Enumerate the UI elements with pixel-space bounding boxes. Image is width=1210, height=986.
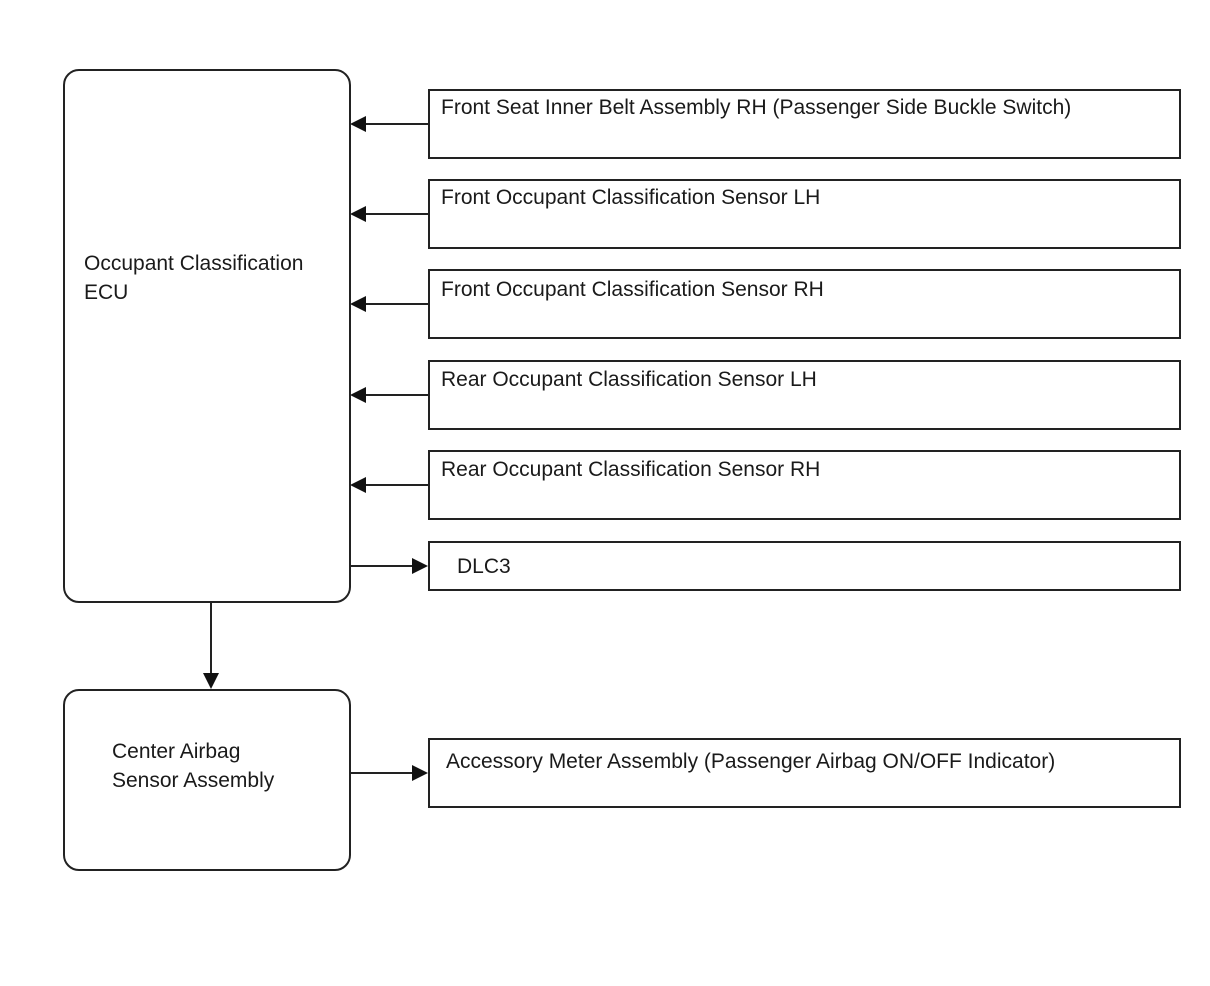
- arrow-right-icon: [412, 558, 428, 574]
- arrow-left-icon: [350, 296, 366, 312]
- front-seat-inner-belt-label: Front Seat Inner Belt Assembly RH (Passe…: [441, 96, 1072, 119]
- arrow-left-icon: [350, 387, 366, 403]
- accessory-meter-box: Accessory Meter Assembly (Passenger Airb…: [428, 738, 1181, 808]
- center-airbag-sensor-label: Center Airbag Sensor Assembly: [112, 740, 275, 792]
- connector-front-sensor-rh-to-ecu: [350, 296, 428, 312]
- occupant-classification-ecu-box: Occupant Classification ECU: [63, 69, 351, 603]
- connector-ecu-to-center-airbag: [203, 603, 219, 689]
- connector-ecu-to-dlc3: [350, 558, 428, 574]
- rear-occupant-sensor-lh-label: Rear Occupant Classification Sensor LH: [441, 368, 817, 391]
- front-seat-inner-belt-box: Front Seat Inner Belt Assembly RH (Passe…: [428, 89, 1181, 159]
- arrow-right-icon: [412, 765, 428, 781]
- front-occupant-sensor-lh-box: Front Occupant Classification Sensor LH: [428, 179, 1181, 249]
- arrow-left-icon: [350, 116, 366, 132]
- connector-rear-sensor-rh-to-ecu: [350, 477, 428, 493]
- arrow-down-icon: [203, 673, 219, 689]
- connector-rear-sensor-lh-to-ecu: [350, 387, 428, 403]
- front-occupant-sensor-rh-box: Front Occupant Classification Sensor RH: [428, 269, 1181, 339]
- rear-occupant-sensor-rh-box: Rear Occupant Classification Sensor RH: [428, 450, 1181, 520]
- connector-front-sensor-lh-to-ecu: [350, 206, 428, 222]
- front-occupant-sensor-lh-label: Front Occupant Classification Sensor LH: [441, 186, 821, 209]
- dlc3-label: DLC3: [457, 555, 511, 578]
- connector-center-airbag-to-accessory-meter: [350, 765, 428, 781]
- arrow-left-icon: [350, 477, 366, 493]
- occupant-classification-ecu-label: Occupant Classification ECU: [84, 252, 304, 304]
- arrow-left-icon: [350, 206, 366, 222]
- rear-occupant-sensor-rh-label: Rear Occupant Classification Sensor RH: [441, 458, 821, 481]
- center-airbag-sensor-box: Center Airbag Sensor Assembly: [63, 689, 351, 871]
- front-occupant-sensor-rh-label: Front Occupant Classification Sensor RH: [441, 278, 824, 301]
- dlc3-box: DLC3: [428, 541, 1181, 591]
- connector-front-seat-inner-belt-to-ecu: [350, 116, 428, 132]
- rear-occupant-sensor-lh-box: Rear Occupant Classification Sensor LH: [428, 360, 1181, 430]
- accessory-meter-label: Accessory Meter Assembly (Passenger Airb…: [446, 750, 1056, 773]
